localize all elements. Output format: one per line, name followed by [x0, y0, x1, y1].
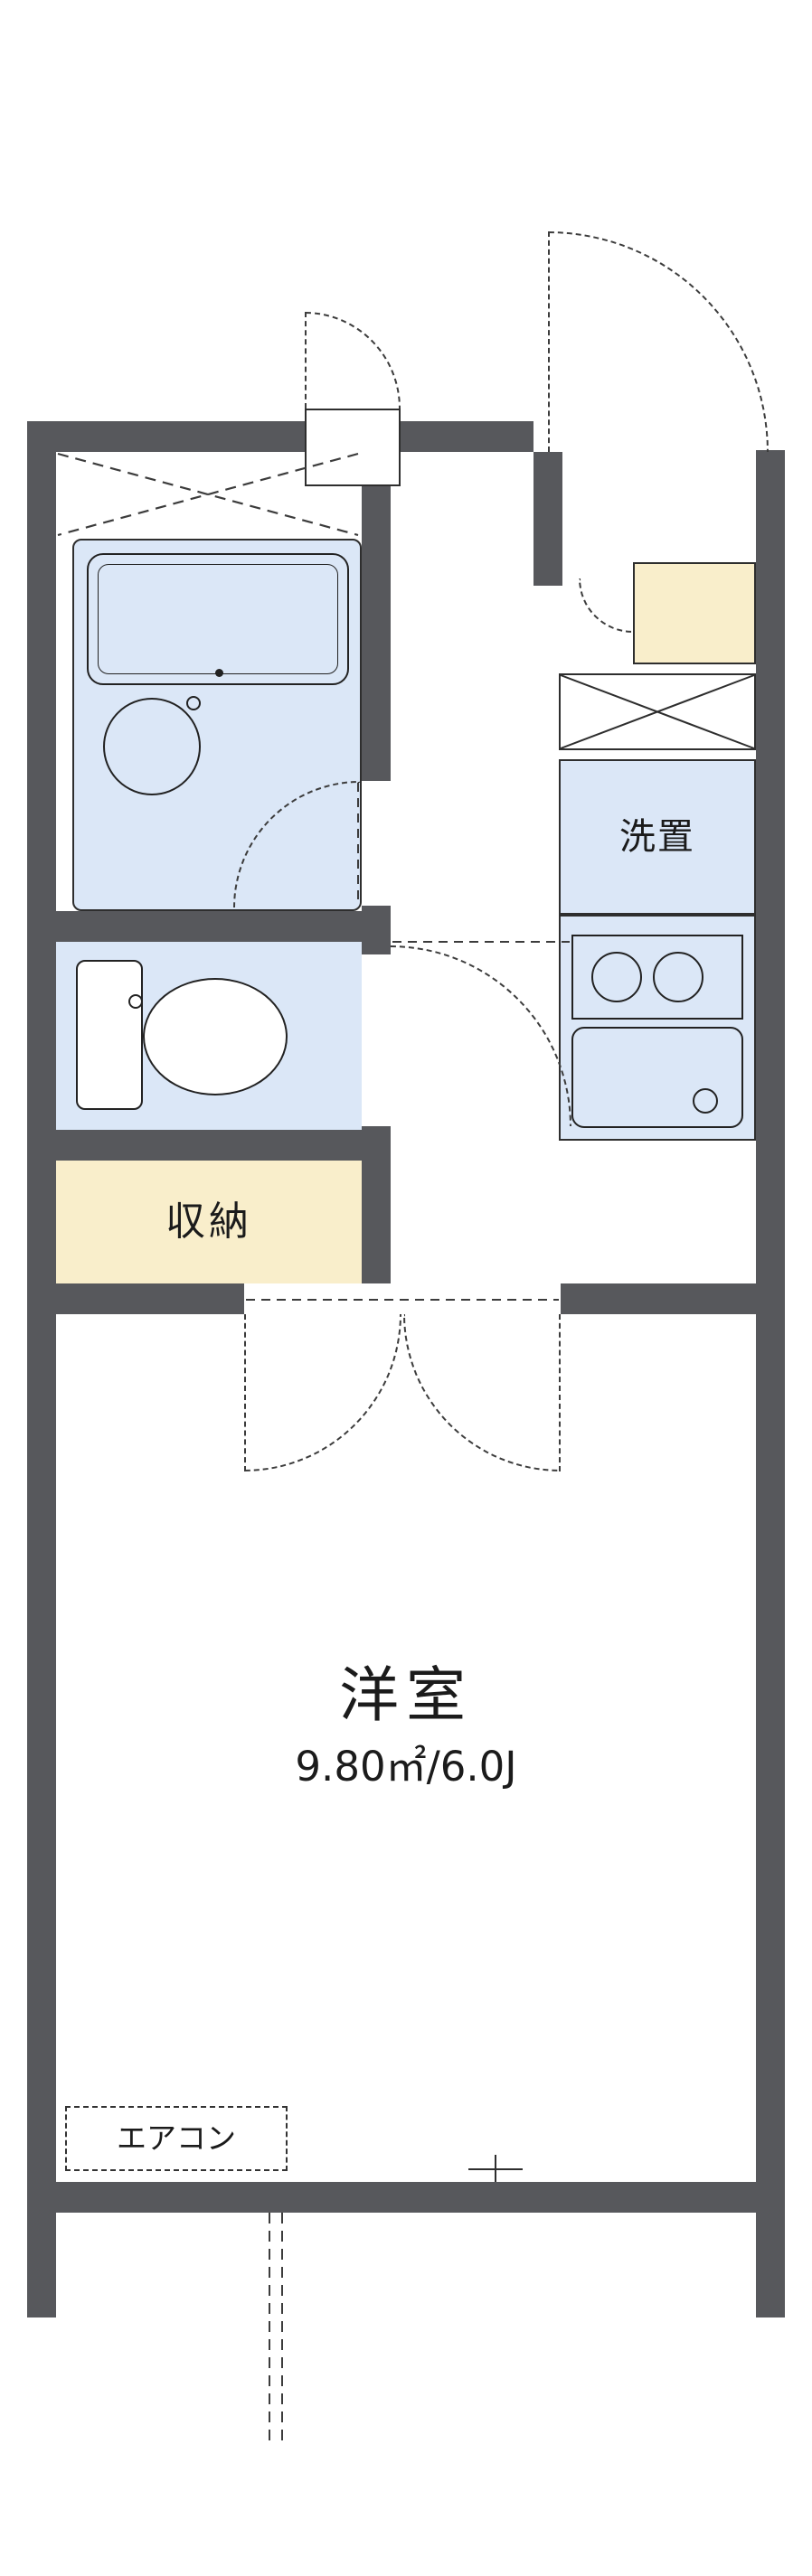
- window-center-mark: [468, 2155, 523, 2182]
- wash-basin: [103, 698, 201, 795]
- bath-toilet-divider-wall: [56, 911, 391, 942]
- balcony-wall-right: [756, 2213, 785, 2317]
- outer-wall-right: [756, 450, 785, 2213]
- outer-wall-top-left: [27, 421, 305, 452]
- mainroom-wall-right: [561, 1283, 756, 1314]
- balcony-wall-left: [27, 2213, 56, 2317]
- toilet-tank: [76, 960, 143, 1110]
- laundry-label: 洗置: [619, 816, 695, 858]
- balcony-divider-line: [269, 2213, 283, 2446]
- bathtub: [87, 553, 349, 685]
- storage-label: 収納: [165, 1199, 252, 1245]
- shoe-cabinet: [633, 562, 756, 664]
- toilet-bowl: [143, 978, 288, 1095]
- entrance-stub-wall: [533, 452, 562, 586]
- toilet-flush-button: [128, 994, 143, 1009]
- toilet-storage-divider-wall: [56, 1130, 391, 1161]
- outer-wall-bottom: [27, 2182, 785, 2213]
- mainroom-wall-left: [56, 1283, 244, 1314]
- bathtub-drain: [215, 669, 223, 677]
- aircon-box: [65, 2106, 288, 2171]
- outer-wall-top-mid: [401, 421, 533, 452]
- main-room-label: 洋室: [339, 1660, 473, 1730]
- basin-faucet: [186, 696, 201, 710]
- main-room-area-label: 9.80㎡/6.0J: [295, 1743, 517, 1791]
- kitchen-sink: [571, 1027, 743, 1128]
- stove-burner-right: [653, 952, 703, 1002]
- sink-drain: [693, 1088, 718, 1114]
- service-door-recess: [305, 409, 401, 486]
- outer-wall-left: [27, 421, 56, 2213]
- stove-burner-left: [591, 952, 642, 1002]
- inner-wall-vertical-upper: [362, 452, 391, 781]
- laundry-area: [559, 759, 756, 915]
- kitchen-stove: [571, 935, 743, 1020]
- storage-room: [56, 1161, 362, 1283]
- door-leaf-lines: [246, 783, 570, 1301]
- bath-ceiling-cross-lines: [57, 452, 359, 537]
- refrigerator-cross-lines: [560, 674, 755, 749]
- aircon-label: エアコン: [117, 2120, 236, 2156]
